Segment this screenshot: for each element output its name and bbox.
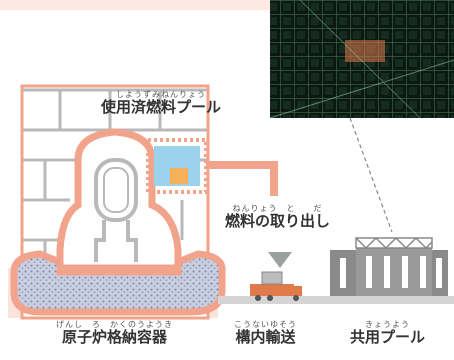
label-common-pool-text: 共用プール	[350, 328, 426, 346]
common-pool-building	[330, 236, 448, 296]
pool-photo	[269, 0, 454, 119]
spent-fuel-pool	[146, 138, 208, 194]
fuel-removal-path	[206, 161, 278, 196]
label-containment-text: 原子炉格納容器	[61, 328, 167, 346]
label-common-pool-ruby: きょうよう	[365, 320, 410, 329]
label-spent-fuel-pool-ruby: しようずみねんりょう	[116, 90, 206, 99]
label-containment-ruby: げんし ろ かくのうようき	[56, 320, 173, 329]
label-onsite-transport-ruby: こうないゆそう	[234, 320, 297, 329]
label-fuel-removal: ねんりょう と だ 燃料の取り出し	[225, 204, 330, 230]
label-spent-fuel-pool: しようずみねんりょう 使用済燃料プール	[101, 90, 221, 116]
label-spent-fuel-pool-text: 使用済燃料プール	[101, 98, 222, 116]
label-onsite-transport-text: 構内輸送	[235, 328, 296, 346]
ground	[218, 296, 454, 304]
label-onsite-transport: こうないゆそう 構内輸送	[234, 320, 297, 346]
label-fuel-removal-ruby: ねんりょう と だ	[232, 204, 323, 213]
photo-connector	[349, 117, 393, 233]
label-common-pool: きょうよう 共用プール	[350, 320, 425, 346]
header-strip	[0, 0, 270, 10]
label-containment: げんし ろ かくのうようき 原子炉格納容器	[56, 320, 173, 346]
label-fuel-removal-text: 燃料の取り出し	[225, 212, 331, 230]
transfer-arrow-icon	[268, 252, 292, 268]
transport-truck-icon	[250, 271, 302, 301]
